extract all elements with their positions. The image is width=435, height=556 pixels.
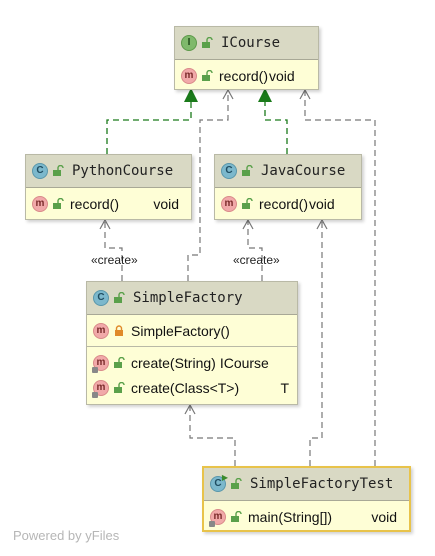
create-stereotype-left: «create» [91,253,138,267]
node-icourse[interactable]: I ICourse m record() void [174,26,319,90]
node-python-course-name: PythonCourse [72,163,174,179]
member-signature: record() [70,195,120,212]
edge-test-depends-icourse [304,90,376,466]
node-simple-factory-name: SimpleFactory [133,290,243,306]
unlock-icon [242,165,253,176]
node-simple-factory-methods: m create(String) ICourse m create(Class<… [87,346,297,403]
method-icon: m [221,195,237,212]
member-row[interactable]: m record() void [175,63,318,88]
lock-icon [115,324,123,336]
node-simple-factory-test[interactable]: C▶ SimpleFactoryTest m main(String[]) vo… [202,466,411,532]
member-signature: record() [259,195,309,212]
class-icon: C [93,290,109,306]
unlock-icon [114,381,125,393]
node-java-course[interactable]: C JavaCourse m record() void [214,154,362,220]
unlock-icon [231,510,242,522]
arrowhead-test-icourse [299,88,311,100]
node-python-course-header: C PythonCourse [26,155,191,188]
method-icon: m [32,195,48,212]
arrowhead-python-implements [184,88,198,102]
member-return-type: void [269,67,295,84]
edge-factory-depends-icourse [187,90,229,281]
edge-test-depends-java [309,220,323,466]
node-java-course-methods: m record() void [215,188,361,219]
node-simple-factory-constructors: m SimpleFactory() [87,315,297,346]
member-return-type: void [371,508,397,525]
member-signature: create(String) [131,354,216,371]
method-icon: m [93,322,109,339]
member-signature: SimpleFactory() [131,322,230,339]
member-return-type: ICourse [219,354,269,371]
unlock-icon [202,69,213,81]
node-simple-factory-test-header: C▶ SimpleFactoryTest [204,468,409,501]
member-signature: create(Class<T>) [131,379,240,396]
arrowhead-factory-python [99,218,111,230]
member-row[interactable]: m main(String[]) void [204,504,409,529]
edge-python-implements-icourse [106,100,192,154]
member-signature: record() [219,67,269,84]
unlock-icon [231,478,242,489]
method-icon: m [181,67,197,84]
class-icon: C [221,163,237,179]
node-simple-factory-test-name: SimpleFactoryTest [250,476,394,492]
node-icourse-name: ICourse [221,35,281,51]
node-icourse-methods: m record() void [175,60,318,91]
node-python-course[interactable]: C PythonCourse m record() void [25,154,192,220]
member-return-type: void [153,195,179,212]
member-row[interactable]: m record() void [26,191,191,216]
unlock-icon [242,197,253,209]
node-simple-factory[interactable]: C SimpleFactory m SimpleFactory() m crea… [86,281,298,405]
node-simple-factory-test-methods: m main(String[]) void [204,501,409,532]
arrowhead-test-factory [184,403,196,415]
method-icon: m [92,379,109,398]
edge-factory-creates-java [247,220,263,281]
arrowhead-factory-icourse [222,88,234,100]
member-return-type: void [309,195,335,212]
arrowhead-test-java [316,218,328,230]
unlock-icon [53,165,64,176]
interface-icon: I [181,35,197,51]
node-java-course-header: C JavaCourse [215,155,361,188]
arrowhead-java-implements [258,88,272,102]
method-icon: m [209,508,226,527]
unlock-icon [114,356,125,368]
member-row[interactable]: m create(String) ICourse [87,350,297,375]
member-return-type: T [280,379,289,396]
class-icon: C▶ [210,474,228,492]
method-icon: m [92,354,109,373]
unlock-icon [53,197,64,209]
edge-factory-creates-python [104,220,123,281]
node-python-course-methods: m record() void [26,188,191,219]
edge-java-implements-icourse [264,100,288,154]
create-stereotype-right: «create» [233,253,280,267]
member-row[interactable]: m record() void [215,191,361,216]
node-java-course-name: JavaCourse [261,163,346,179]
node-icourse-header: I ICourse [175,27,318,60]
arrowhead-factory-java [242,218,254,230]
member-row[interactable]: m SimpleFactory() [87,318,297,343]
class-icon: C [32,163,48,179]
unlock-icon [202,37,213,48]
member-row[interactable]: m create(Class<T>) T [87,375,297,400]
node-simple-factory-header: C SimpleFactory [87,282,297,315]
member-signature: main(String[]) [248,508,333,525]
unlock-icon [114,292,125,303]
powered-by-footer: Powered by yFiles [13,528,120,543]
edge-test-depends-factory [189,405,236,466]
